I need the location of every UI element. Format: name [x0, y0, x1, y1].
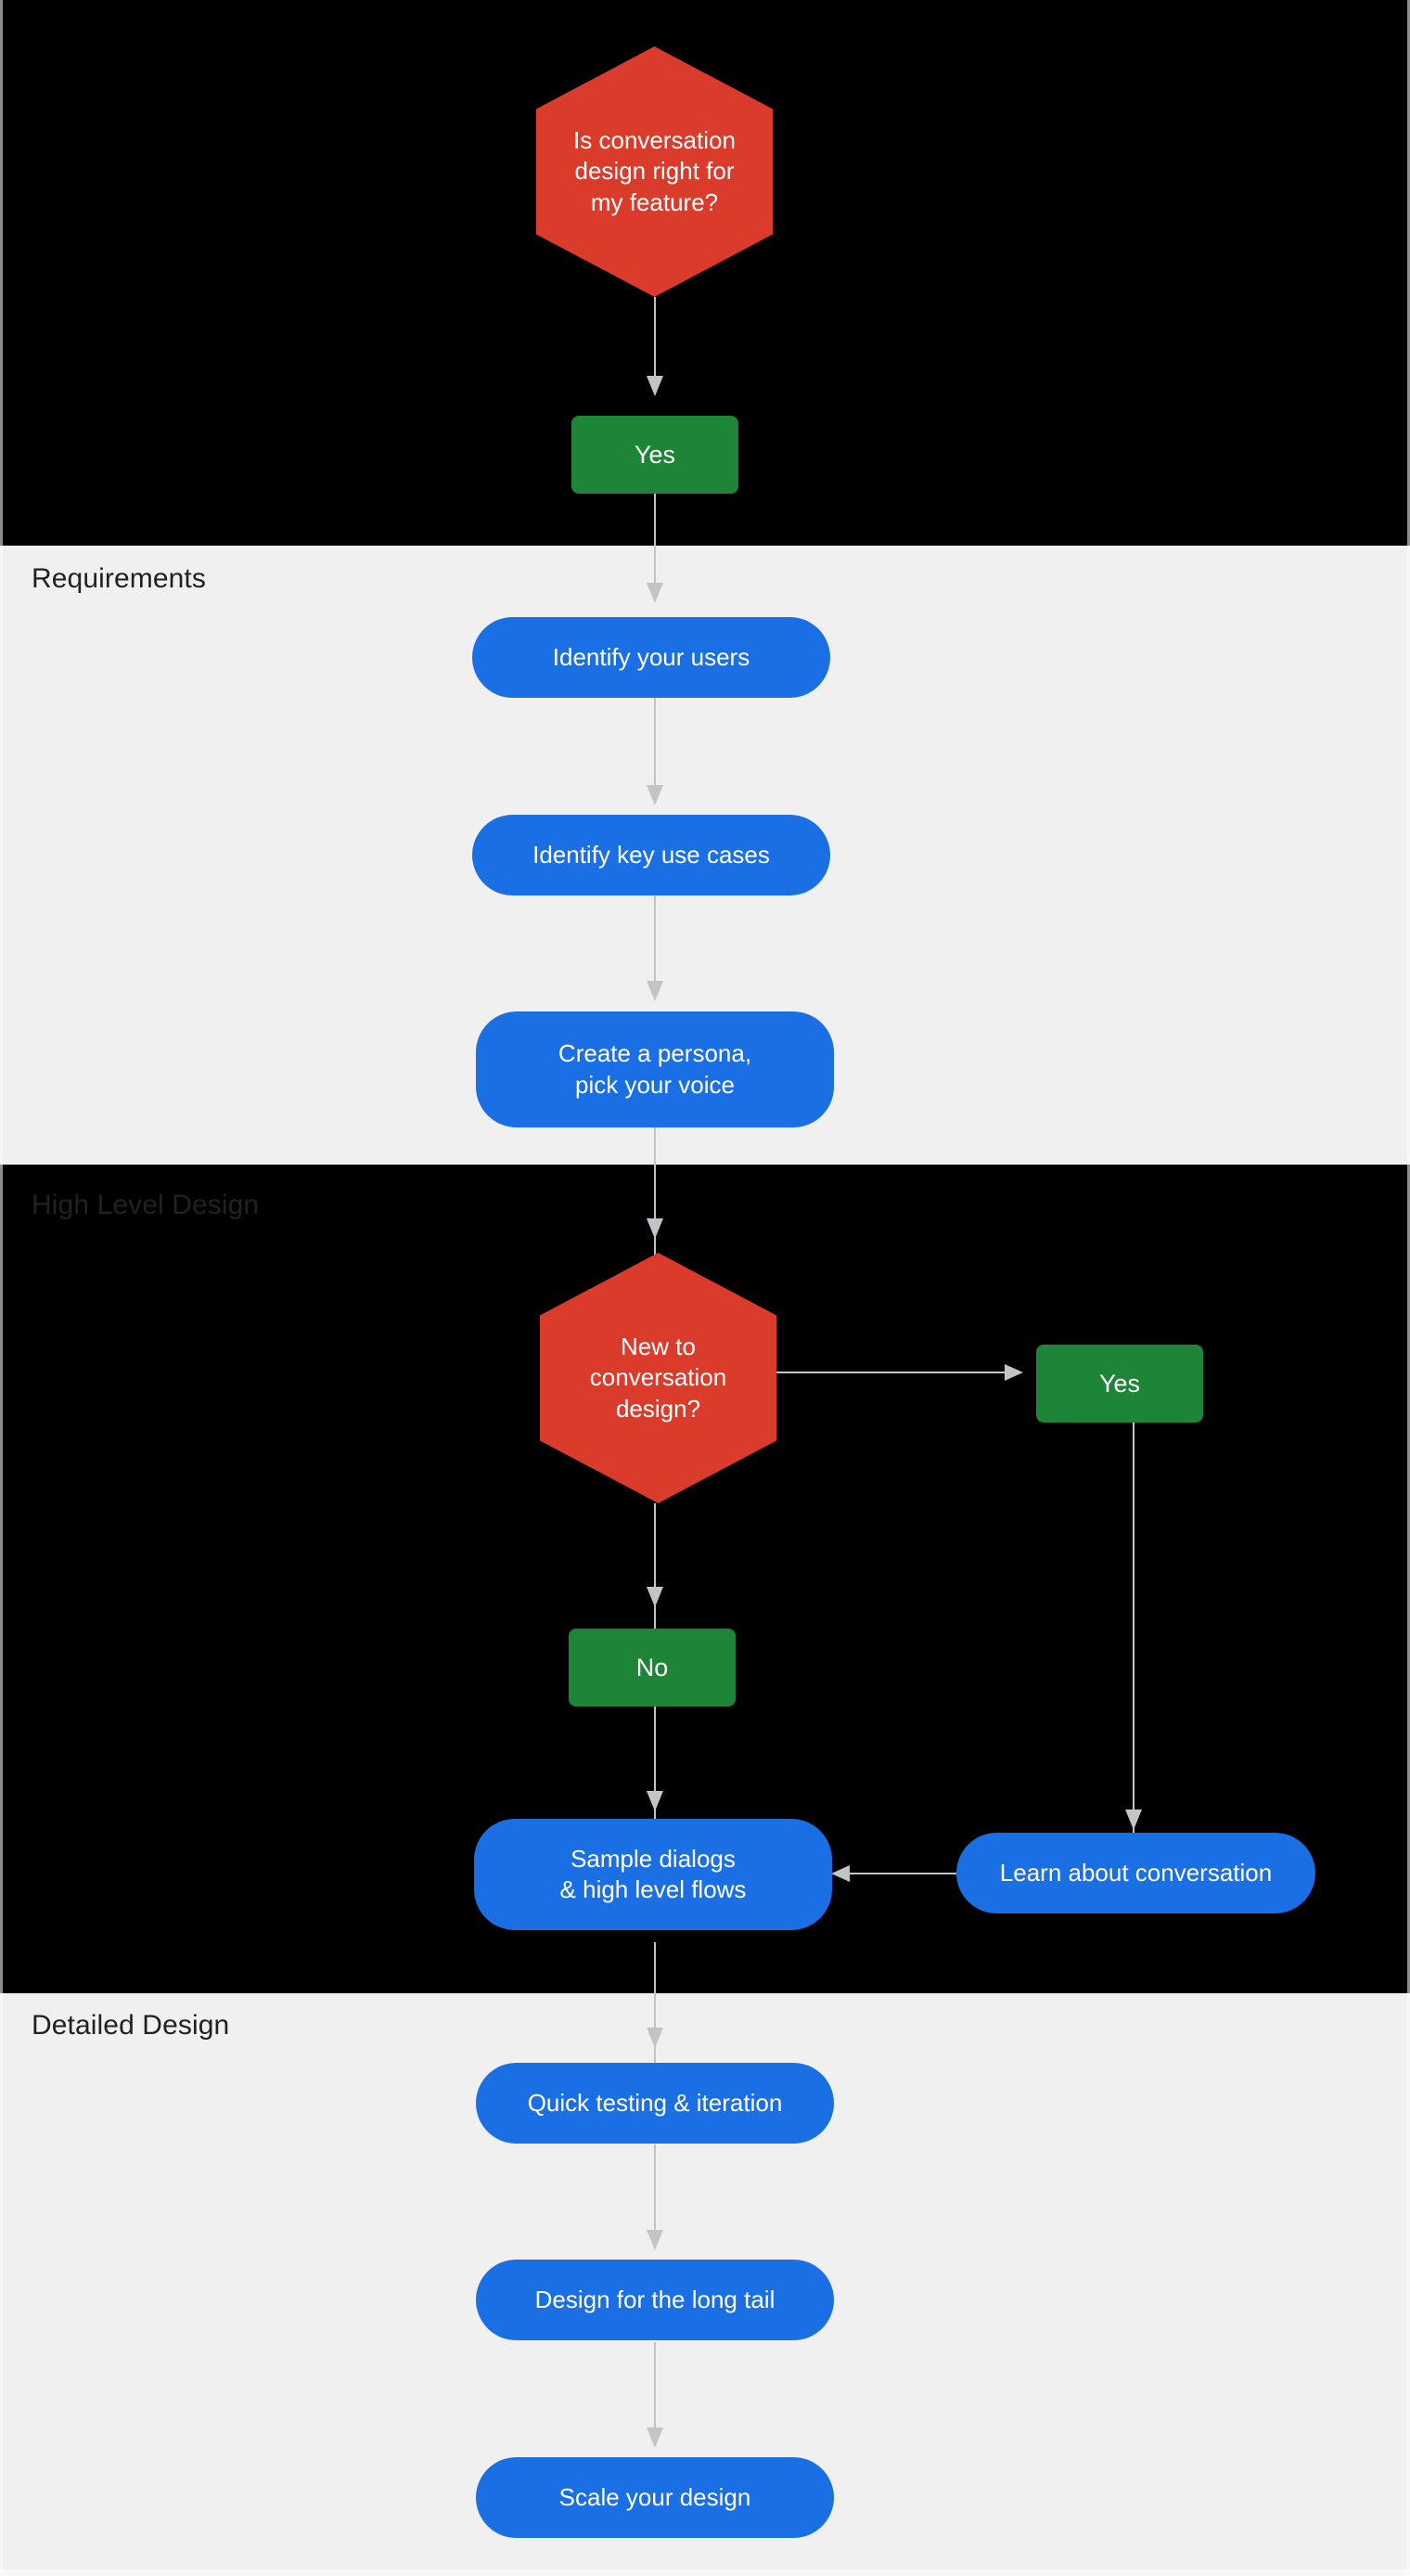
section-title-detailed-design: Detailed Design: [32, 2010, 230, 2041]
node-is-conversation-design-right[interactable]: Is conversation design right for my feat…: [536, 46, 773, 297]
edge-n11-n12-arrowhead: [647, 2230, 663, 2250]
node-yes-intro[interactable]: Yes: [571, 416, 738, 494]
edge-n1-n2-arrowhead: [647, 376, 663, 396]
node-identify-key-use-cases[interactable]: Identify key use cases: [472, 815, 830, 895]
edge-n6-n7-line: [776, 1372, 1018, 1373]
edge-n7-n10-arrowhead: [1125, 1810, 1142, 1830]
edge-n10-n9-arrowhead: [831, 1865, 850, 1882]
node-new-to-conversation-design[interactable]: New to conversation design?: [540, 1253, 776, 1503]
frame-edge-right: [1407, 0, 1410, 2576]
section-title-high-level-design: High Level Design: [32, 1190, 260, 1220]
edge-n5-n6-arrowhead: [647, 1218, 663, 1239]
node-sample-dialogs-high-level-flows[interactable]: Sample dialogs & high level flows: [474, 1819, 832, 1930]
node-learn-about-conversation[interactable]: Learn about conversation: [956, 1833, 1315, 1913]
edge-n9-n11-line: [654, 1942, 656, 2063]
frame-edge-bottom: [0, 2570, 1410, 2576]
node-identify-your-users[interactable]: Identify your users: [472, 617, 830, 698]
edge-n6-n8-line: [654, 1503, 656, 1629]
edge-n5-n6-line: [654, 1127, 656, 1257]
node-yes-high-level[interactable]: Yes: [1036, 1345, 1203, 1423]
edge-n6-n8-arrowhead: [647, 1587, 663, 1607]
edge-n1-n2-line: [654, 297, 656, 390]
edge-n8-n9-arrowhead: [647, 1791, 663, 1811]
frame-edge-left: [0, 0, 3, 2576]
edge-n3-n4-line: [654, 698, 656, 802]
node-quick-testing-iteration[interactable]: Quick testing & iteration: [476, 2063, 834, 2144]
section-title-requirements: Requirements: [32, 563, 206, 594]
node-no-high-level[interactable]: No: [569, 1629, 736, 1707]
edge-n6-n7-arrowhead: [1005, 1364, 1023, 1381]
node-design-for-the-long-tail[interactable]: Design for the long tail: [476, 2260, 834, 2340]
edge-n2-n3-arrowhead: [647, 583, 663, 603]
edge-n4-n5-arrowhead: [647, 981, 663, 1001]
edge-n10-n9-line: [850, 1873, 956, 1874]
edge-n7-n10-line: [1133, 1423, 1134, 1840]
node-create-a-persona-pick-your-voice[interactable]: Create a persona, pick your voice: [476, 1011, 834, 1127]
edge-n2-n3-line: [654, 494, 656, 599]
edge-n3-n4-arrowhead: [647, 785, 663, 805]
edge-n11-n12-line: [654, 2145, 656, 2247]
edge-n8-n9-line: [654, 1706, 656, 1840]
edge-n9-n11-arrowhead: [647, 2028, 663, 2048]
edge-n12-n13-arrowhead: [647, 2428, 663, 2448]
edge-n4-n5-line: [654, 895, 656, 998]
edge-n12-n13-line: [654, 2342, 656, 2444]
node-scale-your-design[interactable]: Scale your design: [476, 2457, 834, 2538]
